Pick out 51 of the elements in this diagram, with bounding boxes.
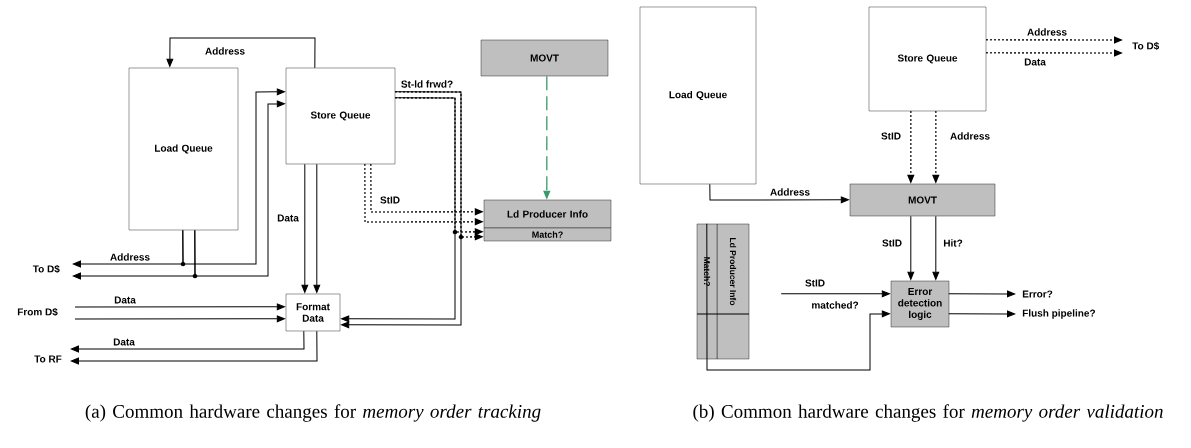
queue-box: Store Queue (868, 6, 987, 112)
queue-box: Load Queue (128, 67, 239, 231)
queue-box: Store Queue (285, 67, 396, 165)
connector (194, 100, 285, 277)
edge-label: Address (204, 46, 246, 56)
connector (74, 315, 285, 323)
signal-label: From D$ (17, 307, 58, 317)
connector (948, 310, 1016, 318)
logic-box: Format Data (285, 293, 341, 332)
signal-label: To RF (34, 355, 62, 363)
signal-label: To D$ (1132, 41, 1160, 51)
edge-label: Address (109, 252, 151, 262)
logic-box: Error detection logic (890, 280, 950, 328)
edge-label: Data (1023, 57, 1047, 67)
connector (70, 330, 318, 365)
edge-label: Data (112, 337, 136, 347)
connector (948, 290, 1016, 298)
match-field: Match? (696, 223, 718, 360)
connector (313, 163, 321, 293)
figure-caption: (b) Common hardware changes for memory order validation (693, 404, 1163, 422)
edge-label: Data (276, 213, 300, 223)
edge-label: Hit? (942, 238, 964, 248)
connector (932, 215, 940, 280)
edge-label: Data (113, 295, 137, 305)
connector (301, 163, 309, 293)
edge-label: StID (881, 238, 903, 248)
connector (907, 215, 915, 280)
connector (706, 223, 890, 371)
connector (780, 290, 890, 298)
connector (74, 303, 285, 311)
edge-label: matched? (810, 300, 860, 310)
edge-label: StID (880, 131, 902, 141)
figure-caption: (a) Common hardware changes for memory order tracking (85, 404, 541, 422)
signal-label: Flush pipeline? (1022, 309, 1095, 319)
edge-label: Address (1026, 27, 1068, 37)
connector (709, 183, 849, 204)
signal-label: Error? (1022, 290, 1053, 298)
edge-label: Address (769, 187, 811, 197)
edge-label: StID (379, 195, 401, 205)
connector (182, 88, 285, 265)
edge-label: Address (949, 131, 991, 141)
table-box: MOVT (849, 183, 996, 217)
table-box: MOVT (480, 39, 609, 77)
match-field: Match? (483, 227, 612, 242)
table-box: Ld Producer Info (716, 223, 750, 360)
signal-label: To D$ (32, 264, 60, 274)
connector (166, 37, 316, 69)
edge-label: St-ld frwd? (400, 79, 454, 89)
queue-box: Load Queue (639, 6, 757, 185)
edge-label: StID (804, 278, 826, 288)
connector (70, 330, 305, 353)
